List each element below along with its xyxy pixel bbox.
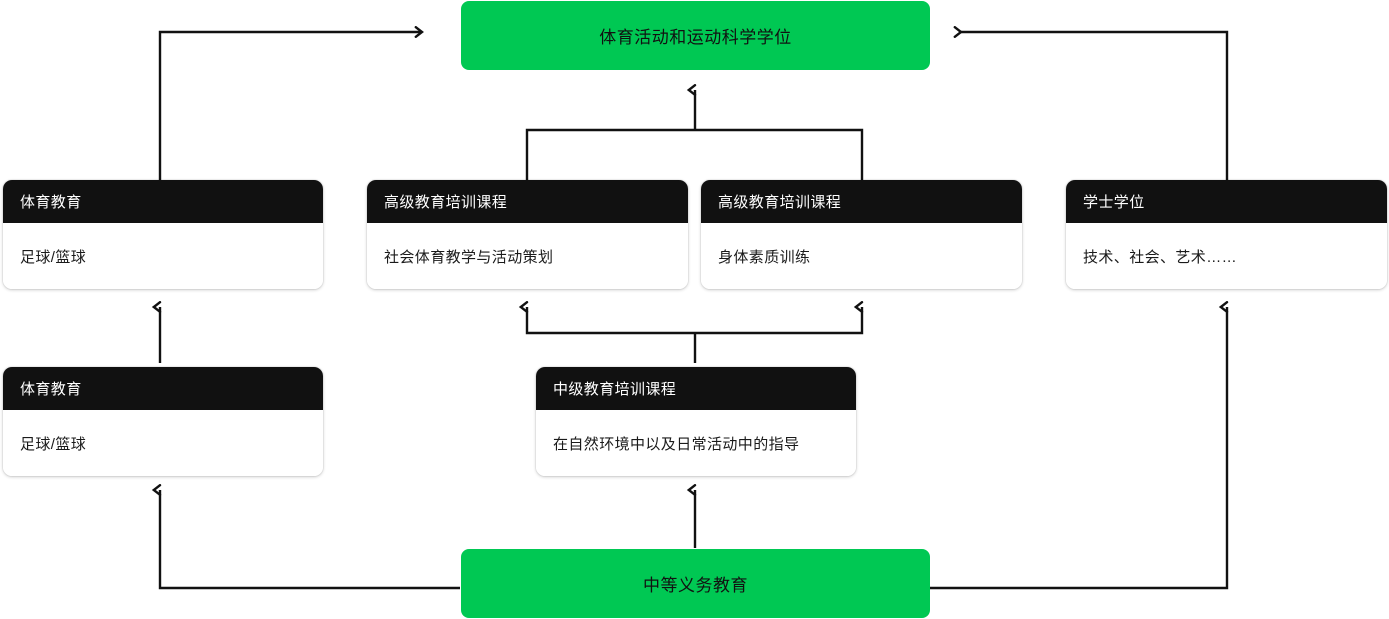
edge-bachelor-to-degree — [953, 26, 1229, 180]
card-advanced-physical[interactable]: 高级教育培训课程 身体素质训练 — [701, 180, 1022, 289]
edge-pe-upper-to-degree — [158, 26, 424, 180]
card-pe-upper-body: 足球/篮球 — [3, 223, 323, 289]
edge-intermediate-to-advanced-physical — [695, 301, 864, 335]
edge-base-to-bachelor — [930, 301, 1229, 590]
card-advanced-social[interactable]: 高级教育培训课程 社会体育教学与活动策划 — [367, 180, 688, 289]
card-intermediate-training-header: 中级教育培训课程 — [536, 367, 856, 410]
node-degree-label: 体育活动和运动科学学位 — [599, 28, 792, 47]
card-bachelor[interactable]: 学士学位 技术、社会、艺术…… — [1066, 180, 1387, 289]
card-advanced-physical-header: 高级教育培训课程 — [701, 180, 1022, 223]
node-degree-sports-science[interactable]: 体育活动和运动科学学位 — [461, 1, 930, 70]
card-pe-upper-header: 体育教育 — [3, 180, 323, 223]
card-intermediate-training-body: 在自然环境中以及日常活动中的指导 — [536, 410, 856, 476]
edge-advanced-social-to-merge — [525, 128, 864, 180]
edge-intermediate-to-advanced-social — [518, 301, 695, 335]
node-secondary-compulsory-education[interactable]: 中等义务教育 — [461, 549, 930, 618]
card-bachelor-header: 学士学位 — [1066, 180, 1387, 223]
card-advanced-social-body: 社会体育教学与活动策划 — [367, 223, 688, 289]
card-pe-upper[interactable]: 体育教育 足球/篮球 — [3, 180, 323, 289]
card-advanced-physical-body: 身体素质训练 — [701, 223, 1022, 289]
card-pe-lower[interactable]: 体育教育 足球/篮球 — [3, 367, 323, 476]
node-base-label: 中等义务教育 — [643, 576, 748, 595]
card-pe-lower-header: 体育教育 — [3, 367, 323, 410]
card-advanced-social-header: 高级教育培训课程 — [367, 180, 688, 223]
edge-base-to-pe-lower — [151, 484, 460, 590]
card-intermediate-training[interactable]: 中级教育培训课程 在自然环境中以及日常活动中的指导 — [536, 367, 856, 476]
card-pe-lower-body: 足球/篮球 — [3, 410, 323, 476]
card-bachelor-body: 技术、社会、艺术…… — [1066, 223, 1387, 289]
